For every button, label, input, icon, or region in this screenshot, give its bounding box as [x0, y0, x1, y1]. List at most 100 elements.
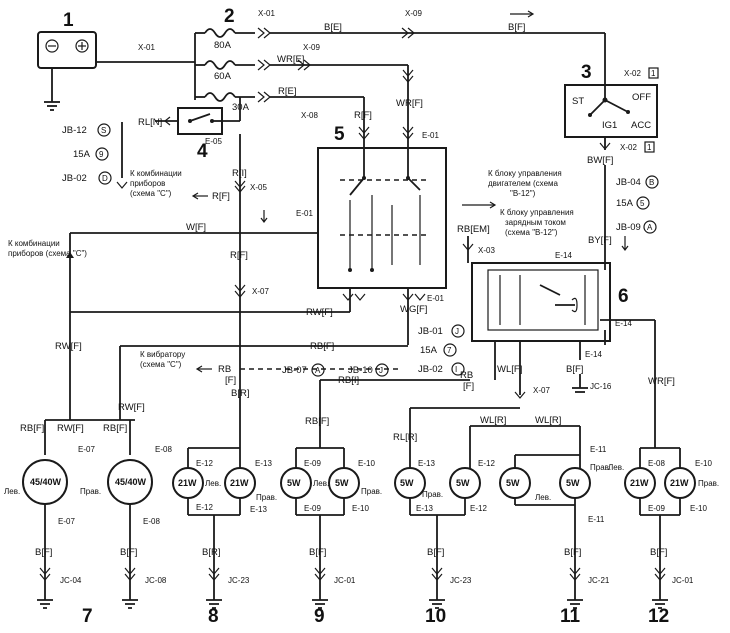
side-lev-8: Лев.: [205, 479, 221, 488]
relay-block: [471, 248, 656, 448]
jb04-code: B: [649, 178, 654, 187]
fuse-15a-3: 15A: [420, 345, 438, 356]
note5-a: К вибратору: [140, 350, 185, 359]
note4-c: (схема "B-12"): [505, 228, 558, 237]
wire-wl-f: WL[F]: [497, 364, 522, 375]
jb02-code: D: [102, 174, 108, 183]
wire-rb-f7b: RB[F]: [103, 423, 127, 434]
fuse-block: [194, 28, 255, 102]
relay: [155, 97, 241, 135]
chevrons-x01: [257, 27, 271, 103]
conn-e12d: E-12: [470, 504, 487, 513]
wire-b-f7: B[F]: [35, 547, 52, 558]
wire-wr-f: WR[F]: [396, 98, 423, 109]
x02-box-b: 1: [647, 143, 652, 152]
conn-e10b: E-10: [352, 504, 369, 513]
lamp-10a: 5W: [400, 478, 414, 488]
wire-rb-i: RB[I]: [338, 375, 359, 386]
wire-b-f-top: B[F]: [508, 22, 525, 33]
battery: [37, 31, 195, 111]
conn-e09b: E-09: [304, 504, 321, 513]
component-number-6: 6: [618, 286, 629, 307]
side-lev-11: Лев.: [535, 493, 551, 502]
bottom-chevrons: [39, 567, 666, 581]
lamp-group-7: [22, 419, 153, 600]
conn-e12b: E-12: [196, 503, 213, 512]
note2-b: приборов (схема "C"): [8, 249, 87, 258]
component-number-1: 1: [63, 10, 74, 31]
wire-rb-f-sub: [F]: [225, 375, 236, 386]
note3-c: "B-12"): [510, 189, 536, 198]
fuse-80a: 80A: [214, 40, 232, 51]
conn-e08b: E-08: [143, 517, 160, 526]
ground-jc01a: JC-01: [334, 576, 356, 585]
note3-a: К блоку управления: [488, 169, 562, 178]
jb02b: JB-02: [418, 364, 443, 375]
wire-b-r: B[R]: [231, 388, 249, 399]
lamp-12b: 21W: [670, 478, 689, 488]
conn-e09c: E-09: [648, 504, 665, 513]
conn-e14c: E-14: [585, 350, 602, 359]
lamp-11a: 5W: [506, 478, 520, 488]
light-switch: [317, 138, 447, 345]
wire-rb2-f: [F]: [463, 381, 474, 392]
wire-rw-f7b: RW[F]: [118, 402, 145, 413]
lamp-7b: 45/40W: [115, 477, 147, 487]
ignition-switch: [564, 84, 658, 150]
wire-rb2: RB: [460, 370, 473, 381]
component-number-4: 4: [197, 141, 208, 162]
conn-e10c: E-10: [695, 459, 712, 468]
component-number-7: 7: [82, 606, 93, 627]
lamp-group-9: [280, 447, 360, 600]
wire-wl-r2: WL[R]: [535, 415, 561, 426]
wire-rw-f2: RW[F]: [55, 341, 82, 352]
jb10: JB-10: [348, 365, 373, 376]
x02-box-a: 1: [651, 69, 656, 78]
jb01: JB-01: [418, 326, 443, 337]
lamp-9a: 5W: [287, 478, 301, 488]
wire-b-f11: B[F]: [564, 547, 581, 558]
lamp-8b: 21W: [230, 478, 249, 488]
wire-wl-r1: WL[R]: [480, 415, 506, 426]
ground-jc01b: JC-01: [672, 576, 694, 585]
wire-rw-f7: RW[F]: [57, 423, 84, 434]
jb07: JB-07: [282, 365, 307, 376]
wire-wg-f: WG[F]: [400, 304, 427, 315]
lamp-7a: 45/40W: [30, 477, 62, 487]
conn-e07b: E-07: [58, 517, 75, 526]
component-number-3: 3: [581, 62, 592, 83]
conn-e13b: E-13: [250, 505, 267, 514]
fuse-15a-1-code: 9: [99, 150, 104, 159]
ground-jc23b: JC-23: [450, 576, 472, 585]
wire-r-f3: R[F]: [230, 250, 248, 261]
wire-b-f12: B[F]: [650, 547, 667, 558]
chevron-x09a: [401, 27, 415, 39]
note3-b: двигателем (схема: [488, 179, 559, 188]
conn-e12c: E-12: [478, 459, 495, 468]
wire-rb: RB: [218, 364, 231, 375]
wire-b-e: B[E]: [324, 22, 342, 33]
conn-e13d: E-13: [416, 504, 433, 513]
jb12: JB-12: [62, 125, 87, 136]
conn-e07a: E-07: [78, 445, 95, 454]
wire-rb-f2: RB[F]: [305, 416, 329, 427]
jb02: JB-02: [62, 173, 87, 184]
wire-rl-r: RL[R]: [393, 432, 417, 443]
ground-symbols: [37, 599, 668, 609]
conn-e13c: E-13: [418, 459, 435, 468]
jb12-code: S: [101, 126, 106, 135]
conn-x08a: X-08: [301, 111, 318, 120]
wire-bw-f: BW[F]: [587, 155, 613, 166]
conn-x09b: X-09: [303, 43, 320, 52]
wire-rb-f: RB[F]: [310, 341, 334, 352]
fuse-15a-2: 15A: [616, 198, 634, 209]
conn-e09a: E-09: [304, 459, 321, 468]
lamp-8a: 21W: [178, 478, 197, 488]
wire-b-r8: B[R]: [202, 547, 220, 558]
wire-rb-f7: RB[F]: [20, 423, 44, 434]
wire-rb-em: RB[EM]: [457, 224, 490, 235]
fuse-15a-1: 15A: [73, 149, 91, 160]
conn-e14b: E-14: [615, 319, 632, 328]
fuse-15a-3-code: 7: [447, 346, 452, 355]
